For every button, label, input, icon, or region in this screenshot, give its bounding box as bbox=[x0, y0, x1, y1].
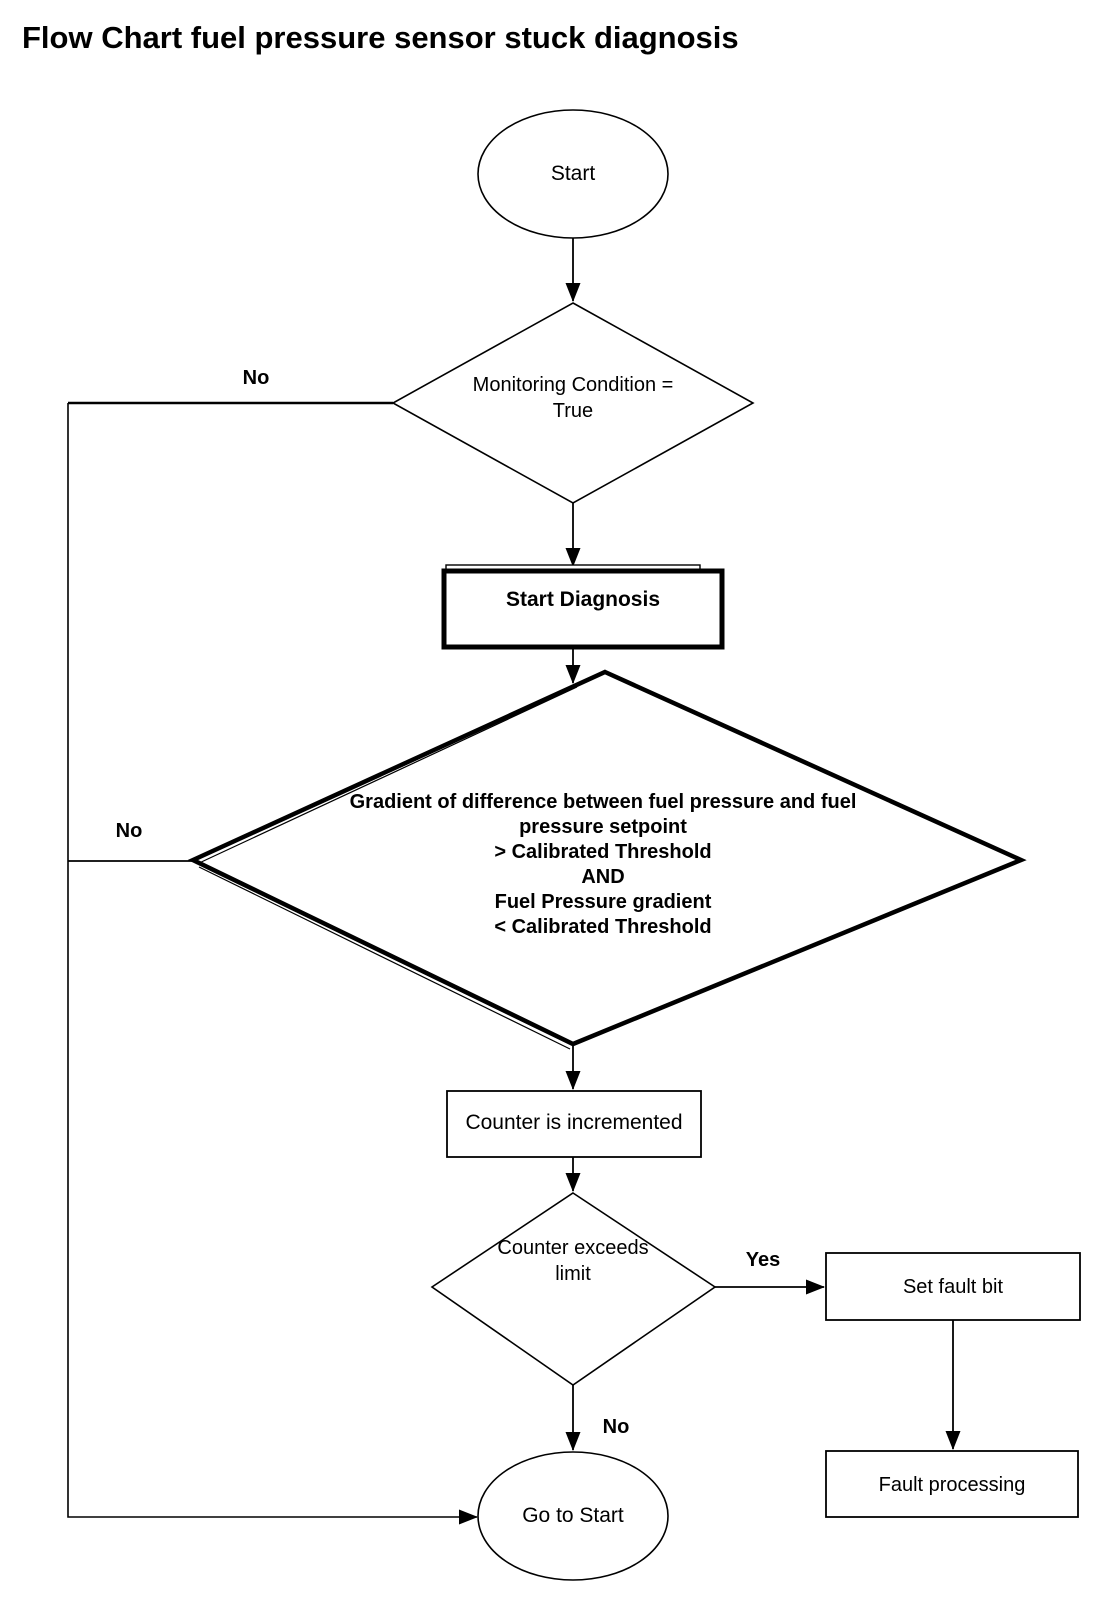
monitoring-condition-label: Monitoring Condition = True bbox=[472, 374, 674, 422]
node-counter-exceeds-diamond bbox=[430, 1192, 717, 1386]
gradient-no-label: No bbox=[115, 820, 143, 842]
page-title: Flow Chart fuel pressure sensor stuck di… bbox=[22, 20, 739, 55]
gradient-diamond-echo-lower bbox=[198, 866, 571, 1050]
node-start-diagnosis-rect bbox=[441, 568, 725, 650]
node-start-ellipse bbox=[477, 109, 669, 239]
fault-processing-label: Fault processing bbox=[878, 1474, 1026, 1496]
counter-yes-label: Yes bbox=[745, 1249, 781, 1271]
counter-exceeds-label: Counter exceeds limit bbox=[497, 1237, 649, 1285]
go-to-start-label: Go to Start bbox=[522, 1504, 624, 1527]
node-counter-incremented-rect bbox=[446, 1090, 702, 1158]
node-gradient-diamond bbox=[187, 669, 1027, 1047]
node-fault-processing-rect bbox=[825, 1450, 1079, 1518]
gradient-condition-label: Gradient of difference between fuel pres… bbox=[349, 791, 857, 938]
node-go-to-start-ellipse bbox=[477, 1451, 669, 1581]
monitoring-no-label: No bbox=[242, 367, 270, 389]
set-fault-bit-label: Set fault bit bbox=[902, 1276, 1004, 1298]
start-diagnosis-label: Start Diagnosis bbox=[505, 588, 661, 611]
start-label: Start bbox=[550, 162, 596, 185]
counter-no-label: No bbox=[602, 1416, 630, 1438]
counter-incremented-label: Counter is incremented bbox=[465, 1111, 683, 1134]
edge-no-return-to-start bbox=[67, 403, 478, 1525]
node-set-fault-bit-rect bbox=[825, 1252, 1081, 1321]
gradient-diamond-echo-upper bbox=[196, 686, 578, 865]
node-monitoring-diamond bbox=[391, 302, 755, 504]
